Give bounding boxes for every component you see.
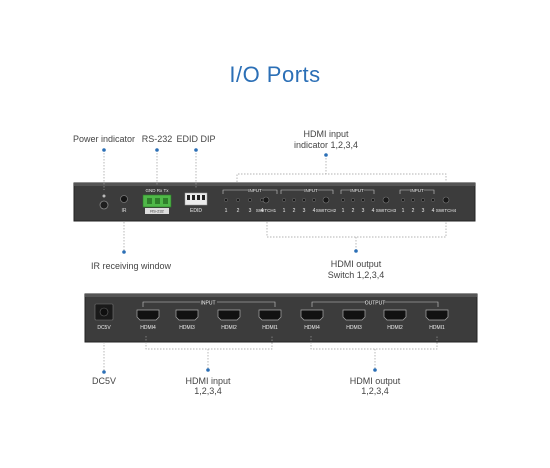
hdmi-input-label-line1: HDMI input bbox=[185, 376, 231, 386]
front-ir-text: IR bbox=[122, 208, 127, 214]
rear-dc5v-text: DC5V bbox=[97, 325, 111, 331]
hdmi-in-port-1 bbox=[258, 309, 282, 321]
hdmi-output-switch-label-line2: Switch 1,2,3,4 bbox=[327, 270, 385, 280]
hdmi-out-port-1 bbox=[425, 309, 449, 321]
ir-window-label: IR receiving window bbox=[91, 261, 172, 271]
switch4-button bbox=[442, 196, 450, 204]
hdmi-out-port-4 bbox=[300, 309, 324, 321]
hdmi-input-indicator-label-line1: HDMI input bbox=[303, 129, 349, 139]
panel-text: HDMI4 bbox=[304, 325, 320, 331]
panel-text: 4 bbox=[261, 208, 264, 214]
panel-text: 2 bbox=[293, 208, 296, 214]
hdmi-in-port-2 bbox=[217, 309, 241, 321]
panel-text: HDMI2 bbox=[387, 325, 403, 331]
panel-text: 3 bbox=[362, 208, 365, 214]
hdmi-in-port-4 bbox=[136, 309, 160, 321]
input-group-1: INPUT 1 2 3 4 SWITCH1 bbox=[222, 188, 278, 214]
hdmi-input-indicator-label-line2: indicator 1,2,3,4 bbox=[293, 140, 359, 150]
panel-text: 3 bbox=[303, 208, 306, 214]
panel-text: HDMI3 bbox=[346, 325, 362, 331]
panel-text: 1 bbox=[225, 208, 228, 214]
panel-text: 2 bbox=[352, 208, 355, 214]
page-title: I/O Ports bbox=[229, 62, 321, 87]
hdmi-output-switch-label-line1: HDMI output bbox=[330, 259, 382, 269]
panel-text: 2 bbox=[237, 208, 240, 214]
hdmi-output-label-line1: HDMI output bbox=[349, 376, 401, 386]
edid-dip-switch bbox=[184, 192, 208, 206]
switch2-button bbox=[322, 196, 330, 204]
switch3-button bbox=[382, 196, 390, 204]
power-indicator-icon bbox=[99, 200, 109, 210]
ir-window-icon bbox=[120, 195, 128, 203]
hdmi-in-port-3 bbox=[175, 309, 199, 321]
front-rs232-tag: RS-232 bbox=[150, 209, 164, 214]
edid-dip-label: EDID DIP bbox=[176, 134, 216, 144]
front-edid-text: EDID bbox=[190, 208, 202, 214]
panel-text: 4 bbox=[372, 208, 375, 214]
input-group-1-label: INPUT bbox=[248, 188, 262, 193]
panel-text: HDMI1 bbox=[429, 325, 445, 331]
panel-text: 1 bbox=[342, 208, 345, 214]
hdmi-output-ports: HDMI4 HDMI3 HDMI2 HDMI1 bbox=[300, 309, 449, 331]
panel-text: HDMI4 bbox=[140, 325, 156, 331]
switch2-text: SWITCH2 bbox=[316, 208, 337, 213]
panel-text: 4 bbox=[432, 208, 435, 214]
hdmi-input-ports: HDMI4 HDMI3 HDMI2 HDMI1 bbox=[136, 309, 282, 331]
hdmi-out-port-3 bbox=[342, 309, 366, 321]
rear-input-label: INPUT bbox=[201, 301, 216, 307]
input-group-3-label: INPUT bbox=[350, 188, 364, 193]
switch3-text: SWITCH3 bbox=[376, 208, 397, 213]
rear-output-label: OUTPUT bbox=[365, 301, 386, 307]
dc5v-label: DC5V bbox=[91, 376, 116, 386]
panel-text: 3 bbox=[249, 208, 252, 214]
rs232-label: RS-232 bbox=[141, 134, 173, 144]
panel-text: 2 bbox=[412, 208, 415, 214]
input-group-2: INPUT 1 2 3 4 SWITCH2 bbox=[280, 188, 337, 214]
switch1-button bbox=[262, 196, 270, 204]
switch4-text: SWITCH4 bbox=[436, 208, 457, 213]
panel-text: HDMI1 bbox=[262, 325, 278, 331]
input-group-4-label: INPUT bbox=[410, 188, 424, 193]
hdmi-out-port-2 bbox=[383, 309, 407, 321]
panel-text: HDMI3 bbox=[179, 325, 195, 331]
hdmi-input-label-line2: 1,2,3,4 bbox=[194, 386, 222, 396]
panel-text: HDMI2 bbox=[221, 325, 237, 331]
input-group-4: INPUT 1 2 3 4 SWITCH4 bbox=[399, 188, 457, 214]
panel-text: 4 bbox=[313, 208, 316, 214]
panel-text: 1 bbox=[283, 208, 286, 214]
front-gnd-rx-tx-text: GND Rx Tx bbox=[146, 188, 170, 193]
front-panel bbox=[73, 182, 476, 222]
panel-text: 3 bbox=[422, 208, 425, 214]
input-group-3: INPUT 1 2 3 4 SWITCH3 bbox=[340, 188, 397, 214]
power-indicator-label: Power indicator bbox=[72, 134, 136, 144]
panel-text: 1 bbox=[402, 208, 405, 214]
input-group-2-label: INPUT bbox=[304, 188, 318, 193]
hdmi-output-label-line2: 1,2,3,4 bbox=[361, 386, 389, 396]
switch1-text: SWITCH1 bbox=[256, 208, 277, 213]
